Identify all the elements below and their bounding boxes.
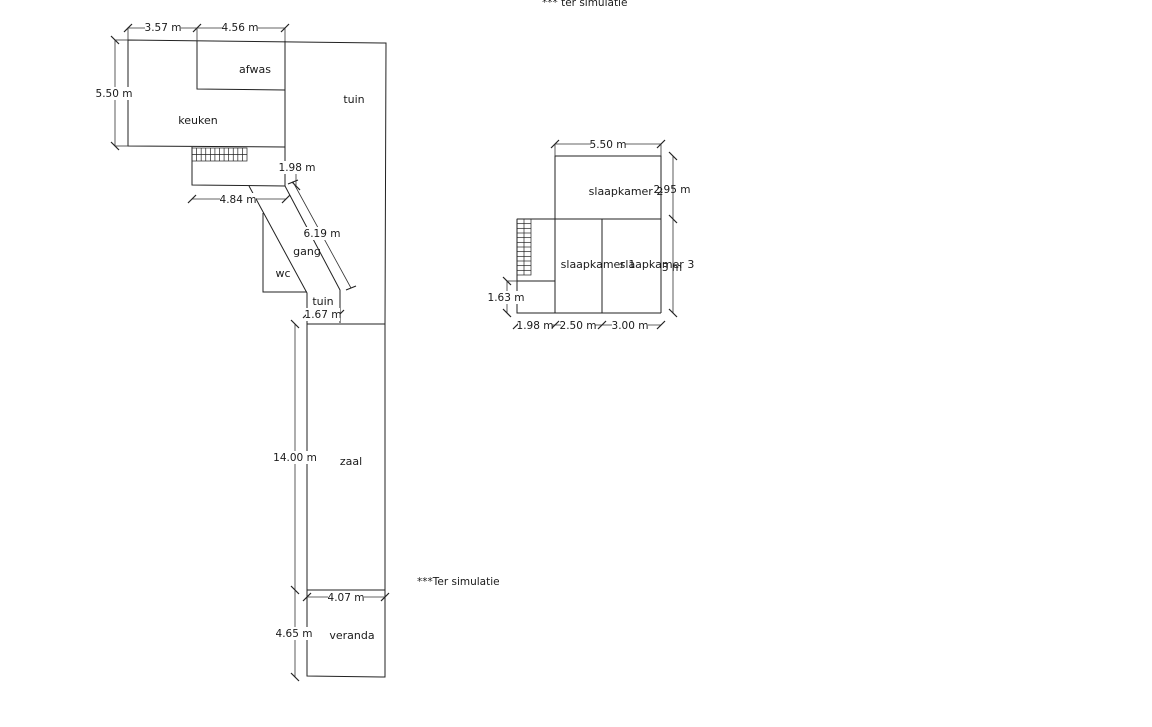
- ground-floor-stairs: [191, 147, 248, 162]
- dim-label: 3 m: [662, 262, 682, 274]
- room-label-slaapkamer-2: slaapkamer 2: [589, 185, 664, 198]
- ground-floor-dimension-lines: [110, 23, 390, 682]
- dim-label: 2.95 m: [654, 184, 691, 196]
- dim-label: 4.65 m: [276, 628, 313, 640]
- dim-label: 14.00 m: [273, 452, 317, 464]
- dim-label: 3.57 m: [145, 22, 182, 34]
- dim-label: 1.98 m: [279, 162, 316, 174]
- wc-walls: [262, 213, 307, 293]
- first-floor-walls: [516, 155, 662, 314]
- room-label-slaapkamer-3: slaapkamer 3: [620, 258, 695, 271]
- dim-label: 6.19 m: [304, 228, 341, 240]
- dim-label: 1.67 m: [305, 309, 342, 321]
- dim-label: 5.50 m: [590, 139, 627, 151]
- dim-label: 4.56 m: [222, 22, 259, 34]
- room-label-tuin: tuin: [343, 93, 364, 106]
- room-label-gang: gang: [293, 245, 321, 258]
- note-top: *** ter simulatie: [542, 0, 627, 9]
- dim-label: 4.84 m: [220, 194, 257, 206]
- afwas-walls: [196, 41, 286, 91]
- dim-label: 4.07 m: [328, 592, 365, 604]
- room-label-tuin-small: tuin: [312, 295, 333, 308]
- note-bottom: ***Ter simulatie: [417, 576, 500, 588]
- dim-label: 3.00 m: [612, 320, 649, 332]
- first-floor-dimension-lines: [502, 139, 678, 330]
- first-floor-stairs: [516, 218, 532, 276]
- room-label-wc: wc: [275, 267, 290, 280]
- room-label-slaapkamer-1: slaapkamer 1: [561, 258, 636, 271]
- room-label-afwas: afwas: [239, 63, 271, 76]
- dim-label: 5.50 m: [96, 88, 133, 100]
- dim-label: 1.98 m: [517, 320, 554, 332]
- dim-label: 2.50 m: [560, 320, 597, 332]
- room-label-keuken: keuken: [178, 114, 217, 127]
- room-label-veranda: veranda: [329, 629, 374, 642]
- room-label-zaal: zaal: [340, 455, 362, 468]
- ground-floor-walls: [127, 39, 387, 678]
- dim-label: 1.63 m: [488, 292, 525, 304]
- zaal-walls: [306, 323, 386, 678]
- slaapkamer2-walls: [554, 155, 662, 313]
